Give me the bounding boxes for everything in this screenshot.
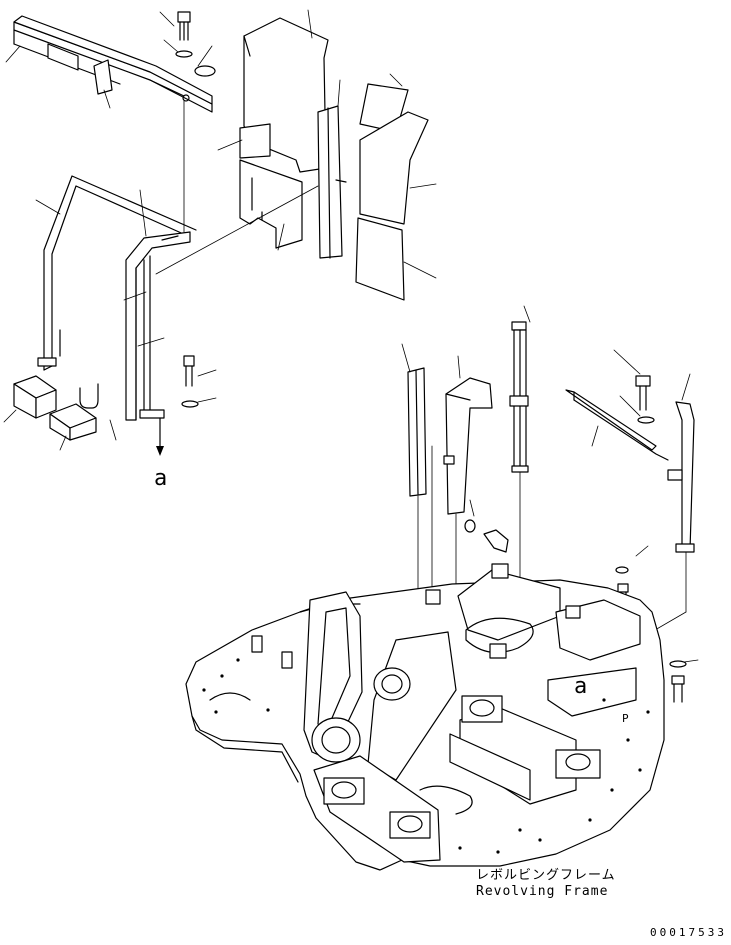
center-bolt-set (464, 499, 509, 553)
left-bolt-set (181, 355, 217, 408)
revolving-frame: P (185, 563, 665, 871)
left-frame (35, 175, 197, 371)
lower-left-plates (3, 375, 117, 451)
left-post (123, 189, 191, 456)
right-vertical-post (667, 373, 695, 553)
right-bracket-arm (565, 389, 669, 461)
frame-label-english: Revolving Frame (476, 884, 609, 899)
lower-cover-panel (239, 159, 303, 251)
center-upright-post (443, 355, 493, 515)
rear-cover-panel (217, 9, 329, 173)
top-support-bar (5, 15, 213, 113)
callout-a-left: a (154, 466, 168, 491)
svg-text:P: P (622, 712, 629, 725)
right-bolt-set (613, 349, 655, 424)
left-upright-post (401, 343, 427, 497)
drawing-number: 00017533 (650, 926, 727, 939)
callout-a-right: a (574, 674, 588, 699)
top-bolt-set (159, 11, 216, 77)
right-cover-panels (355, 73, 437, 301)
narrow-vertical-cover (317, 79, 347, 259)
tall-center-post (509, 305, 531, 473)
frame-holes (202, 658, 650, 854)
frame-label-japanese: レボルビングフレーム (476, 868, 616, 883)
